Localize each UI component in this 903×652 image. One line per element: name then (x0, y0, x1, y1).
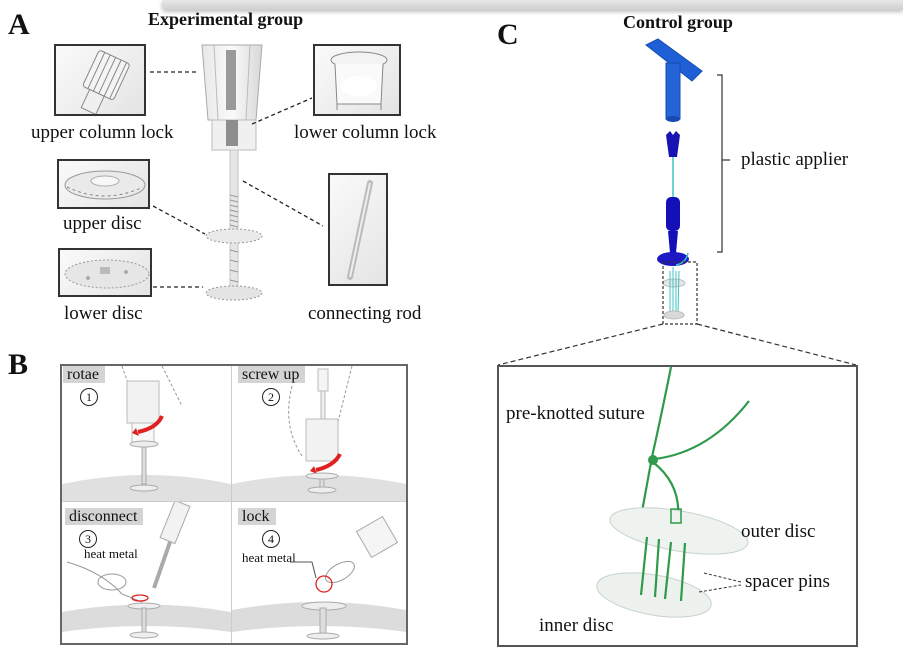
experimental-device-illustration (201, 44, 263, 301)
suture-device-inset: pre-knotted suture outer disc spacer pin… (497, 365, 858, 647)
lower-disc-illustration (64, 259, 150, 289)
step-3-number: 3 (79, 530, 97, 548)
panel-a-title: Experimental group (148, 9, 304, 29)
panel-c-title: Control group (623, 12, 733, 32)
step-3-label: disconnect (65, 508, 144, 525)
label-lower-column-lock: lower column lock (294, 122, 437, 143)
step-2-label: screw up (238, 366, 306, 383)
procedure-steps-grid: rotae 1 screw up 2 (60, 364, 408, 645)
grid-divider-horizontal (62, 501, 406, 502)
label-connecting-rod: connecting rod (308, 303, 422, 324)
step-3-illustration (62, 502, 231, 639)
label-plastic-applier: plastic applier (741, 149, 849, 170)
step-3-cell: disconnect 3 heat metal (62, 502, 231, 643)
lower-column-lock-illustration (330, 51, 388, 110)
connecting-rod-thumbnail (328, 173, 388, 286)
label-inner-disc: inner disc (539, 615, 614, 636)
upper-disc-thumbnail (57, 159, 150, 209)
upper-disc-illustration (64, 170, 146, 200)
label-upper-column-lock: upper column lock (31, 122, 174, 143)
label-upper-disc: upper disc (63, 213, 142, 234)
step-4-annotation: heat metal (242, 550, 296, 565)
step-4-illustration (232, 515, 406, 640)
label-lower-disc: lower disc (64, 303, 143, 324)
step-1-illustration (62, 366, 231, 501)
panel-b-letter: B (8, 348, 29, 381)
upper-column-lock-thumbnail (54, 44, 146, 116)
step-4-cell: lock 4 heat metal (232, 502, 406, 643)
connecting-rod-illustration (347, 180, 373, 280)
step-2-cell: screw up 2 (232, 366, 406, 501)
step-1-label: rotae (63, 366, 105, 383)
step-2-number: 2 (262, 388, 280, 406)
top-shadow-bar (162, 0, 903, 10)
step-4-number: 4 (262, 530, 280, 548)
panel-c-letter: C (497, 18, 519, 51)
panel-a-letter: A (8, 8, 30, 41)
step-1-number: 1 (80, 388, 98, 406)
step-4-label: lock (238, 508, 276, 525)
suture-device-illustration (596, 366, 750, 618)
step-3-annotation: heat metal (84, 546, 138, 561)
grid-divider-vertical (231, 366, 232, 643)
lower-column-lock-thumbnail (313, 44, 401, 116)
panel-a-leader-lines (150, 71, 324, 288)
upper-column-lock-illustration (80, 50, 130, 114)
label-spacer-pins: spacer pins (745, 571, 830, 592)
step-1-cell: rotae 1 (62, 366, 231, 501)
lower-disc-thumbnail (58, 248, 152, 297)
step-2-illustration (232, 366, 406, 501)
label-pre-knotted-suture: pre-knotted suture (506, 403, 645, 424)
label-outer-disc: outer disc (741, 521, 816, 542)
